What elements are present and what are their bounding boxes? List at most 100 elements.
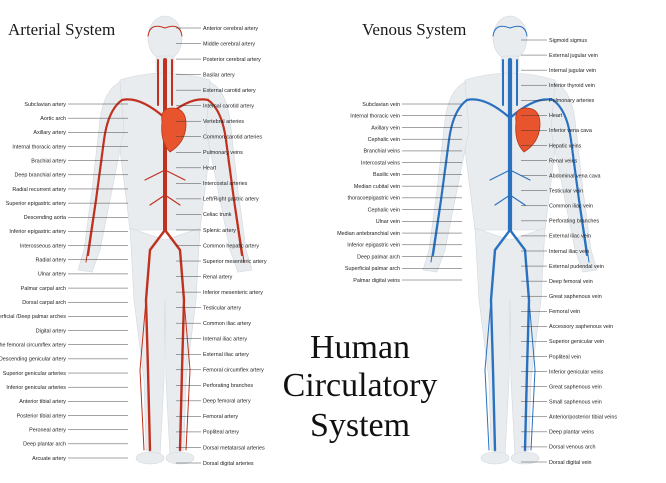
venous-left-label: thoracoepigastric vein	[348, 196, 400, 202]
arterial-left-label: Internal thoracic artery	[12, 144, 66, 150]
venous-left-label: Basilic vein	[373, 172, 400, 178]
venous-left-label: Cephalic vein	[368, 137, 400, 143]
venous-right-label: Anterior/posterior tibial veins	[549, 415, 617, 421]
arterial-right-label: Femoral circumflex artery	[203, 368, 264, 374]
arterial-right-label: Splenic artery	[203, 228, 236, 234]
arterial-left-label: Superior genicular arteries	[3, 371, 67, 377]
arterial-left-label: Inferior genicular arteries	[6, 385, 66, 391]
arterial-right-label: Common carotid arteries	[203, 135, 262, 141]
arterial-right-label: Inferior mesenteric artery	[203, 290, 263, 296]
venous-left-label: Inferior epigastric vein	[347, 243, 400, 249]
arterial-right-label: External iliac artery	[203, 352, 249, 358]
arterial-left-label: Deep plantar arch	[23, 442, 66, 448]
arterial-left-label: Deep branchial artery	[14, 173, 66, 179]
venous-right-label: Perforating branches	[549, 219, 599, 225]
venous-right-label: Inferior vena cava	[549, 128, 592, 134]
venous-right-label: Dorsal digital vein	[549, 460, 592, 466]
arterial-left-label: Peroneal artery	[29, 427, 66, 433]
venous-left-label: Subclavian vein	[362, 102, 400, 108]
arterial-left-label: Descending genicular artery	[0, 357, 66, 363]
arterial-right-label: Anterior cerebral artery	[203, 26, 258, 32]
venous-right-label: Internal jugular vein	[549, 68, 596, 74]
venous-right-label: Small saphenous vein	[549, 400, 602, 406]
arterial-right-label: Intercostal arteries	[203, 181, 248, 187]
arterial-left-label: Palmar carpal arch	[21, 286, 66, 292]
arterial-right-label: External carotid artery	[203, 88, 256, 94]
venous-left-label: Axillary vein	[371, 125, 400, 131]
arterial-left-label: Radial artery	[35, 258, 66, 264]
arterial-right-label: Common iliac artery	[203, 321, 251, 327]
arterial-right-label: Testicular artery	[203, 305, 241, 311]
arterial-right-label: Deep femoral artery	[203, 399, 251, 405]
venous-left-label: Ulnar vein	[376, 219, 400, 225]
venous-left-label: Median antebranchial vein	[337, 231, 400, 237]
main-title-line-2: Circulatory	[282, 367, 438, 404]
arterial-right-label: Perforating branches	[203, 383, 253, 389]
arterial-right-label: Dorsal metatarsal arteries	[203, 445, 265, 451]
venous-left-label: Median cubital vein	[354, 184, 400, 190]
arterial-left-label: Superior epigastric artery	[6, 201, 67, 207]
arterial-left-label: Radial recurrent artery	[12, 187, 66, 193]
venous-right-label: Hepatic veins	[549, 143, 582, 149]
arterial-right-label: Common hepatic artery	[203, 243, 259, 249]
arterial-right-label: Popliteal artery	[203, 430, 239, 436]
arterial-right-label: Femoral artery	[203, 414, 238, 420]
venous-right-label: Heart	[549, 113, 563, 119]
arterial-left-label: Interosseous artery	[20, 243, 66, 249]
venous-heart	[515, 107, 541, 153]
venous-right-label: Dorsal venous arch	[549, 445, 595, 451]
arterial-left-label: Digital artery	[36, 328, 67, 334]
venous-system-title: Venous System	[362, 20, 467, 39]
arterial-right-label: Heart	[203, 166, 217, 172]
arterial-figure	[77, 15, 253, 465]
venous-right-label: Inferior thyroid vein	[549, 83, 595, 89]
venous-right-label: Internal iliac vein	[549, 249, 589, 255]
main-title-line-3: System	[309, 407, 411, 444]
venous-left-label: Internal thoracic vein	[350, 114, 400, 120]
arterial-right-label: Celiac trunk	[203, 212, 232, 218]
arterial-system-title: Arterial System	[8, 20, 116, 39]
arterial-right-label: Renal artery	[203, 274, 233, 280]
arterial-right-label: Superior mesenteric artery	[203, 259, 267, 265]
venous-left-label: Branchial veins	[363, 149, 400, 155]
venous-right-label: Abdominal vena cava	[549, 173, 601, 179]
venous-right-label: Renal veins	[549, 158, 577, 164]
venous-right-label: Pulmonary arteries	[549, 98, 595, 104]
venous-right-label: Testicular vein	[549, 189, 583, 195]
arterial-right-label: Pulmonary veins	[203, 150, 243, 156]
venous-right-label: Deep femoral vein	[549, 279, 593, 285]
arterial-right-label: Posterior cerebral artery	[203, 57, 261, 63]
venous-right-label: External pudendal vein	[549, 264, 604, 270]
arterial-left-label: Aortic arch	[40, 116, 66, 122]
venous-right-label: External iliac vein	[549, 234, 591, 240]
arterial-right-label: Left/Right gastric artery	[203, 197, 259, 203]
arterial-left-label: Superficial /Deep palmar arches	[0, 314, 66, 320]
arterial-right-label: Dorsal digital arteries	[203, 461, 254, 467]
arterial-right-label: Vertebral arteries	[203, 119, 244, 125]
arterial-left-label: Axillary artery	[33, 130, 66, 136]
venous-left-label: Cephalic vein	[368, 207, 400, 213]
venous-right-label: Superior genicular vein	[549, 339, 604, 345]
arterial-heart	[161, 107, 187, 153]
arterial-left-label: Descending aorta	[24, 215, 66, 221]
arterial-right-label: Internal carotid artery	[203, 103, 254, 109]
arterial-left-label: Posterior tibial artery	[17, 413, 67, 419]
arterial-left-label: Arcuate artery	[32, 456, 66, 462]
venous-right-label: Great saphenous vein	[549, 384, 602, 390]
venous-left-label: Intercostal veins	[361, 160, 400, 166]
arterial-right-label: Internal iliac artery	[203, 337, 247, 343]
vein-network	[430, 25, 590, 452]
venous-right-label: Sigmoid sigmus	[549, 38, 587, 44]
arterial-left-label: Dorsal carpal arch	[22, 300, 66, 306]
arterial-left-label: Descending branch of the femoral circumf…	[0, 343, 66, 349]
venous-right-label: External jugular vein	[549, 53, 598, 59]
arterial-left-label: Brachial artery	[31, 158, 66, 164]
arterial-left-label: Subclavian artery	[24, 102, 66, 108]
venous-right-label: Popliteal vein	[549, 354, 581, 360]
venous-right-label: Femoral vein	[549, 309, 580, 315]
